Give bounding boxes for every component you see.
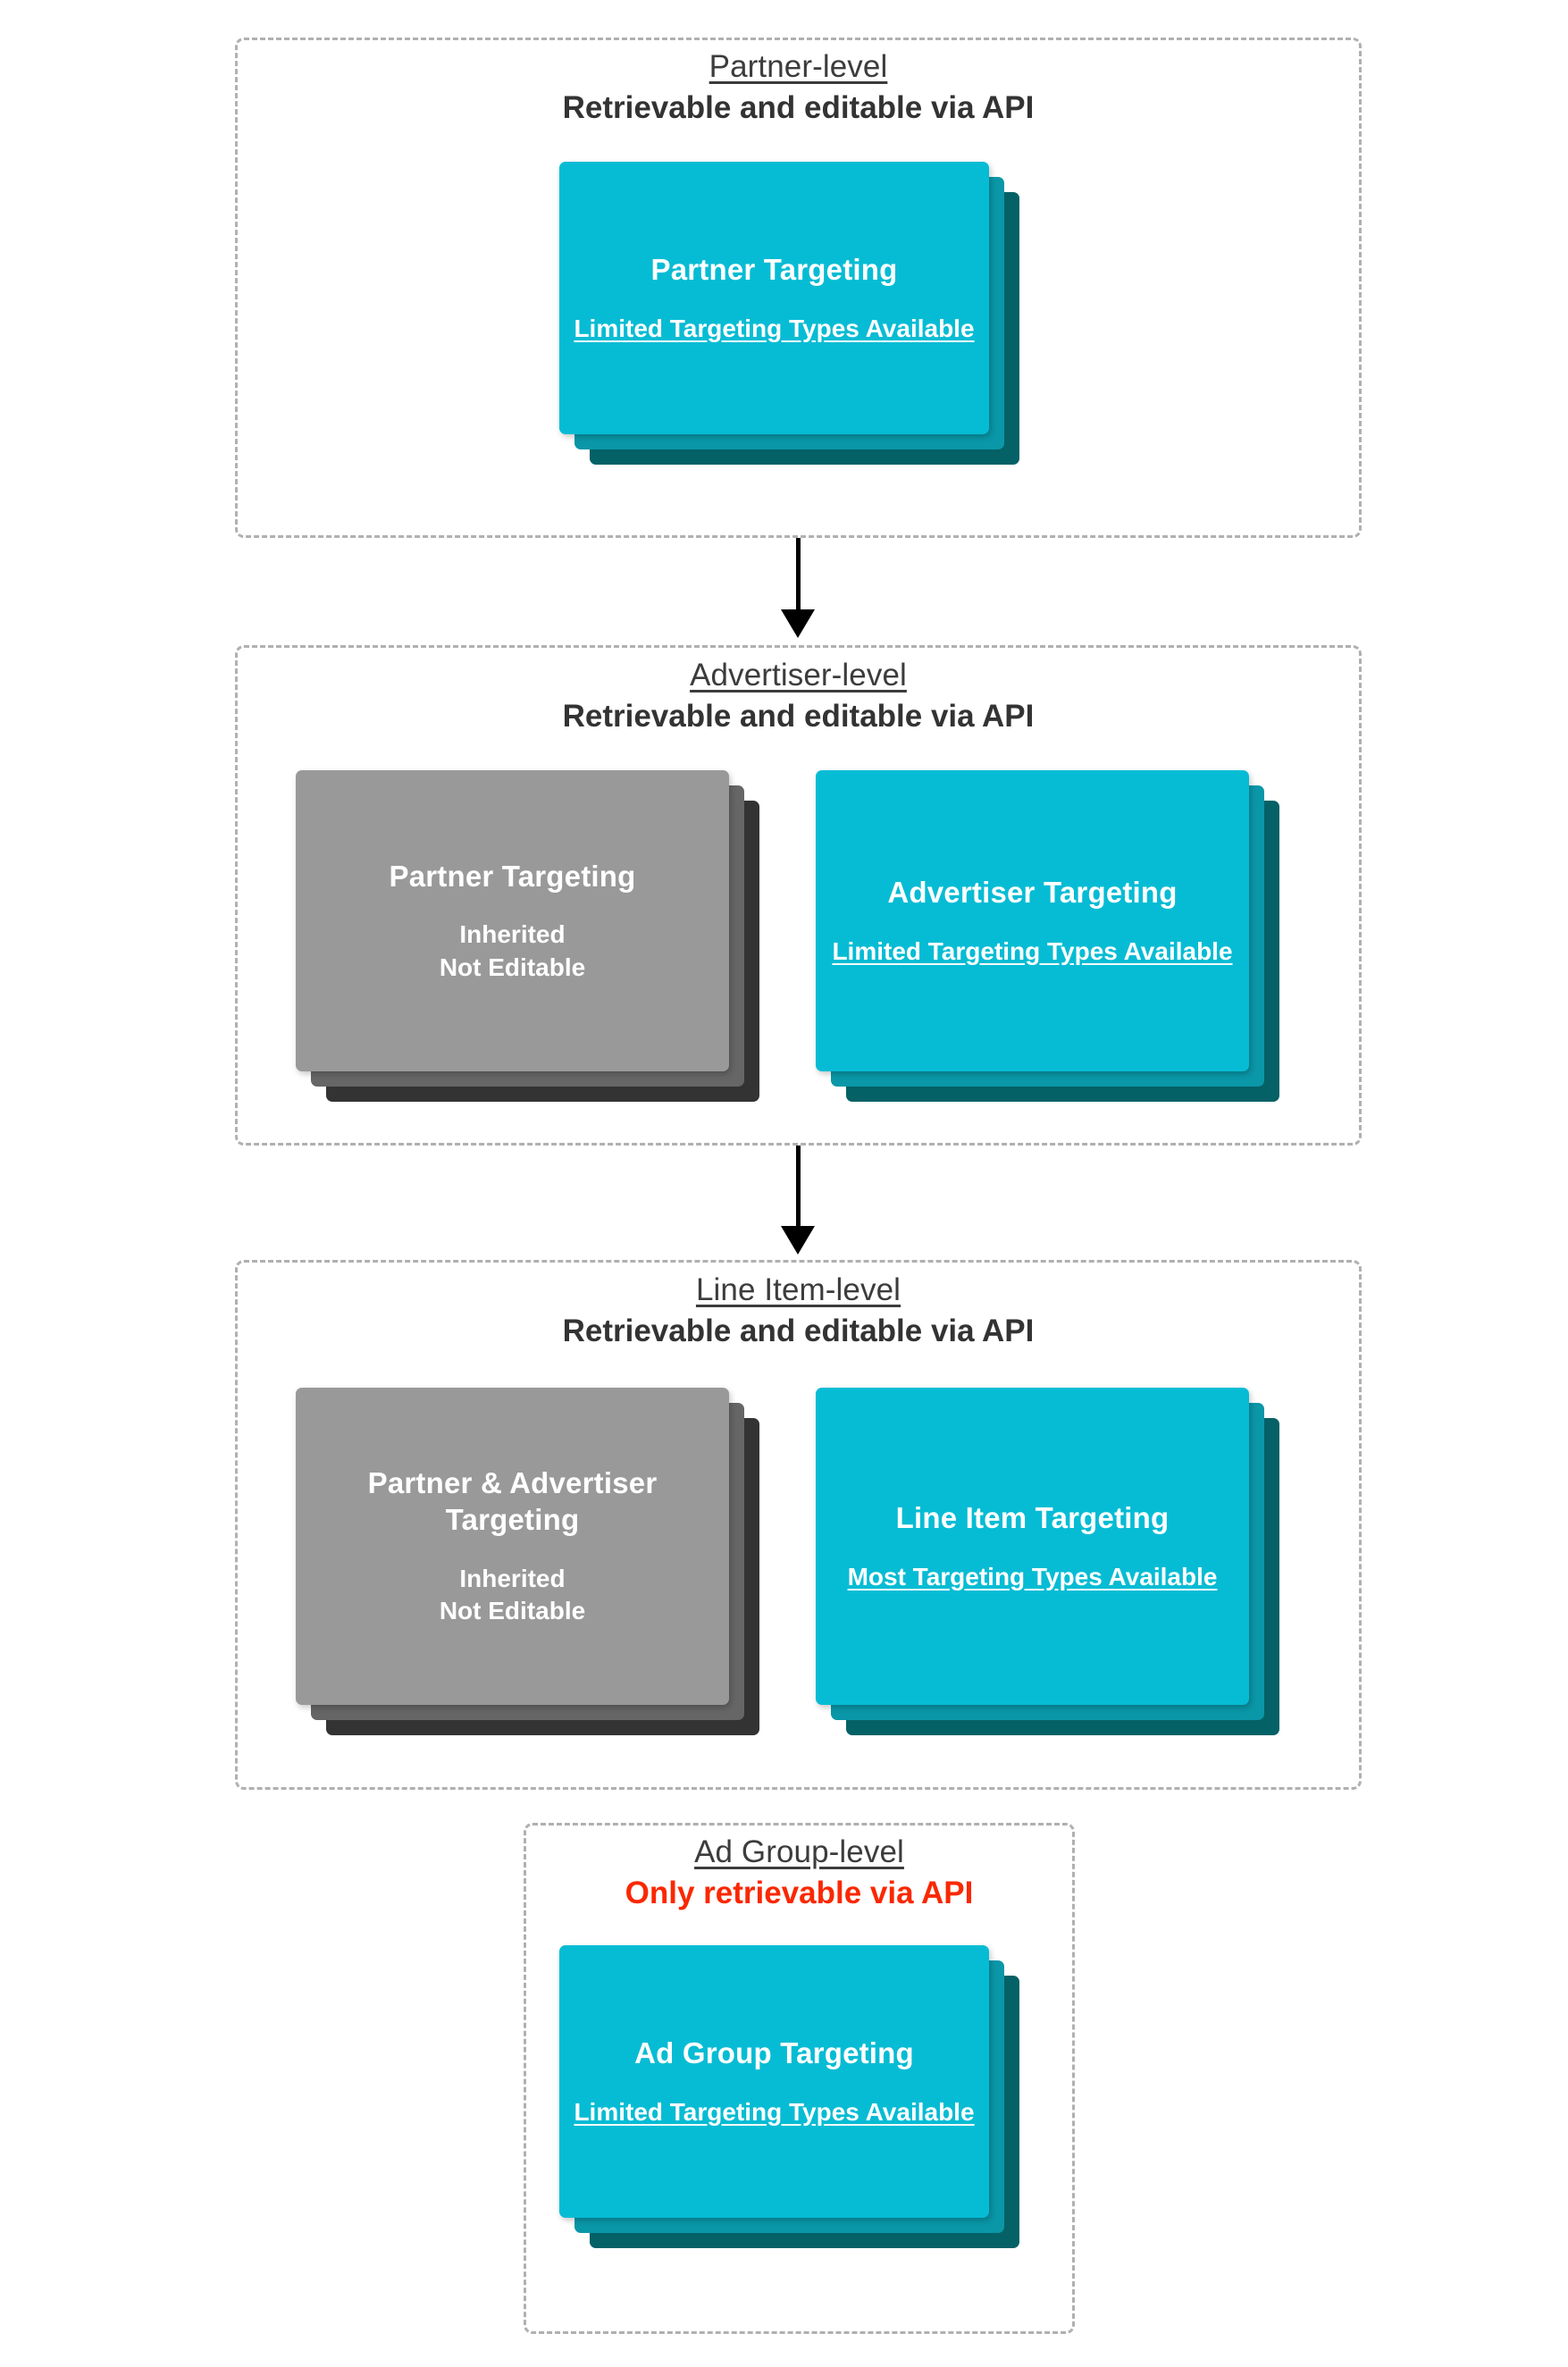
arrow-advertiser-to-line-item [758,1146,838,1255]
card-face-line-item-targeting[interactable]: Line Item Targeting Most Targeting Types… [816,1388,1249,1705]
card-stack-inherited-partner-targeting[interactable]: Partner Targeting Inherited Not Editable [296,770,759,1102]
card-subtitle-line1: Inherited [459,920,566,949]
card-title: Partner Targeting [650,252,898,286]
card-face-inherited-partner-targeting[interactable]: Partner Targeting Inherited Not Editable [296,770,729,1071]
level-title-line-item: Line Item-level [695,1272,901,1307]
card-title: Partner & Advertiser Targeting [367,1466,658,1537]
card-title: Advertiser Targeting [887,875,1178,909]
card-title: Line Item Targeting [895,1500,1170,1534]
arrow-shaft [795,1146,801,1230]
level-header-partner: Partner-level Retrievable and editable v… [235,48,1362,127]
card-subtitle: Most Targeting Types Available [847,1562,1218,1591]
card-stack-partner-targeting[interactable]: Partner Targeting Limited Targeting Type… [559,162,1019,465]
level-header-ad-group: Ad Group-level Only retrievable via API [524,1834,1075,1912]
card-face-advertiser-targeting[interactable]: Advertiser Targeting Limited Targeting T… [816,770,1249,1071]
arrow-head-icon [781,1226,815,1255]
level-header-line-item: Line Item-level Retrievable and editable… [235,1272,1362,1350]
card-stack-advertiser-targeting[interactable]: Advertiser Targeting Limited Targeting T… [816,770,1279,1102]
level-box-partner [235,38,1362,538]
card-subtitle-line2: Not Editable [439,953,586,981]
card-face-inherited-partner-advertiser-targeting[interactable]: Partner & Advertiser Targeting Inherited… [296,1388,729,1705]
card-subtitle-line1: Inherited [459,1564,566,1592]
card-subtitle: Limited Targeting Types Available [574,2097,975,2126]
level-box-line-item [235,1260,1362,1790]
level-subtitle-line-item: Retrievable and editable via API [562,1313,1035,1348]
level-subtitle-ad-group: Only retrievable via API [625,1875,974,1910]
level-box-ad-group [524,1823,1075,2334]
card-face-ad-group-targeting[interactable]: Ad Group Targeting Limited Targeting Typ… [559,1945,989,2218]
arrow-shaft [795,538,801,615]
level-title-ad-group: Ad Group-level [694,1834,904,1869]
card-stack-line-item-targeting[interactable]: Line Item Targeting Most Targeting Types… [816,1388,1279,1735]
level-title-partner: Partner-level [709,49,888,84]
level-title-advertiser: Advertiser-level [690,658,907,692]
card-subtitle: Limited Targeting Types Available [574,314,975,342]
card-title: Ad Group Targeting [634,2035,914,2069]
card-subtitle-line2: Not Editable [439,1597,586,1625]
card-stack-inherited-partner-advertiser-targeting[interactable]: Partner & Advertiser Targeting Inherited… [296,1388,759,1735]
level-header-advertiser: Advertiser-level Retrievable and editabl… [235,657,1362,735]
arrow-partner-to-advertiser [758,538,838,638]
level-box-advertiser [235,645,1362,1146]
arrow-head-icon [781,609,815,638]
card-stack-ad-group-targeting[interactable]: Ad Group Targeting Limited Targeting Typ… [559,1945,1019,2248]
level-subtitle-advertiser: Retrievable and editable via API [562,698,1035,734]
level-subtitle-partner: Retrievable and editable via API [562,89,1035,125]
card-title: Partner Targeting [389,859,636,893]
card-subtitle: Limited Targeting Types Available [832,936,1233,965]
card-face-partner-targeting[interactable]: Partner Targeting Limited Targeting Type… [559,162,989,434]
